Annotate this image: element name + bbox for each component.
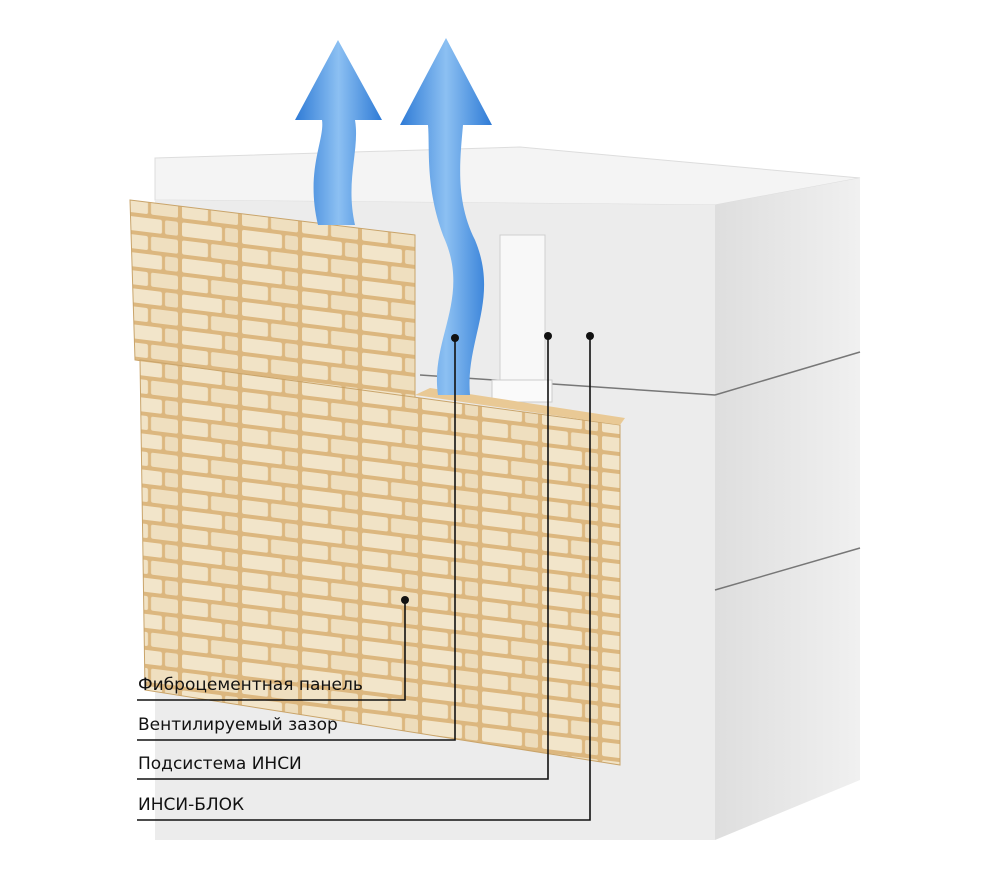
- block-side-face: [715, 178, 860, 840]
- lower-panel: [139, 359, 621, 766]
- leader-dots: [401, 332, 594, 604]
- leader-lines: [137, 336, 591, 821]
- block-seam: [714, 547, 861, 591]
- panel-edge: [415, 388, 625, 425]
- label-ventilated-gap: Вентилируемый зазор: [138, 715, 338, 735]
- label-fiber-cement-panel: Фиброцементная панель: [138, 675, 363, 695]
- airflow-arrows: [295, 38, 492, 395]
- fiber-cement-panels: [129, 199, 625, 766]
- block-seam: [714, 351, 861, 396]
- block-top-face: [154, 146, 861, 206]
- insi-subsystem-profile: [491, 234, 553, 403]
- airflow-arrow-icon: [400, 38, 492, 395]
- airflow-arrow-icon: [295, 40, 382, 225]
- label-insi-subsystem: Подсистема ИНСИ: [138, 754, 302, 774]
- label-insi-block: ИНСИ-БЛОК: [138, 795, 245, 815]
